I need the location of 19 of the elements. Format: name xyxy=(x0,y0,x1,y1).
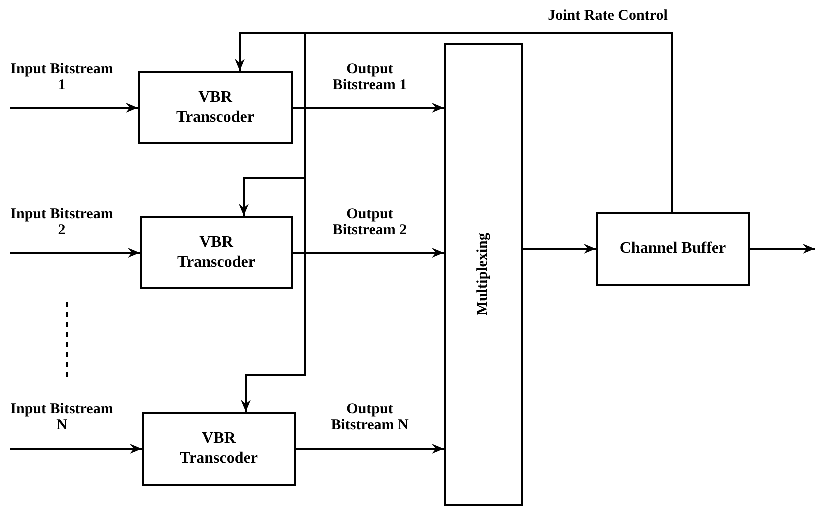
node-label: VBR Transcoder xyxy=(179,429,259,469)
multiplexer-box xyxy=(444,43,523,506)
process-box xyxy=(138,71,293,144)
process-box xyxy=(596,212,750,286)
arrow xyxy=(10,444,142,454)
arrow xyxy=(293,103,444,113)
arrow xyxy=(10,248,140,258)
arrow xyxy=(10,103,138,113)
process-box xyxy=(140,216,293,289)
arrow xyxy=(296,444,444,454)
arrow xyxy=(293,248,444,258)
process-box xyxy=(142,412,296,486)
node-label: Channel Buffer xyxy=(620,239,726,259)
node-label: Multiplexing xyxy=(474,233,492,316)
arrow xyxy=(523,244,596,254)
node-label: VBR Transcoder xyxy=(176,232,256,272)
arrow xyxy=(241,32,673,412)
node-label: VBR Transcoder xyxy=(176,88,256,128)
arrow xyxy=(750,244,815,254)
